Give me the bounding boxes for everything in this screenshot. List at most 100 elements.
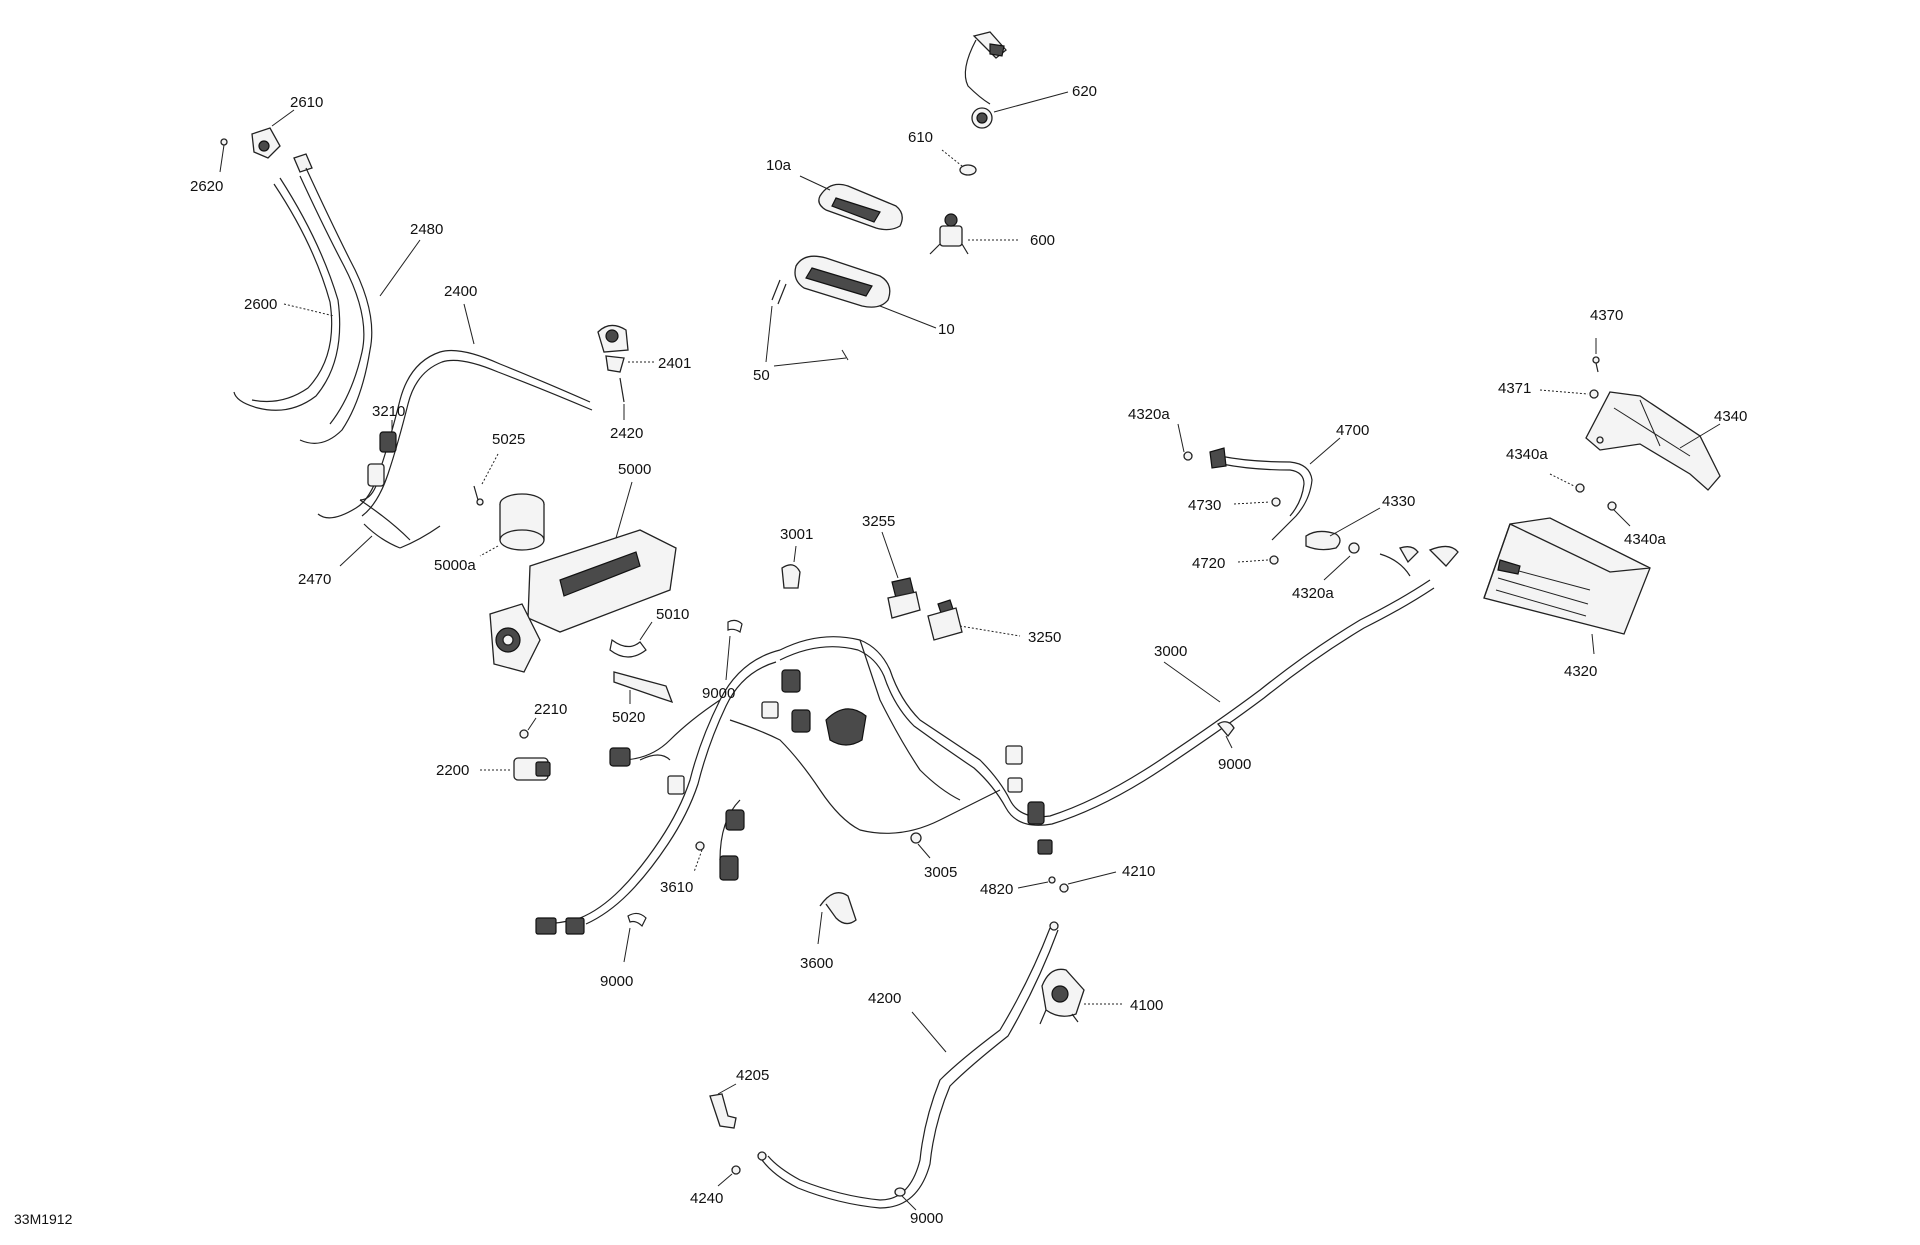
screw-2620[interactable] — [220, 138, 228, 146]
label-4330: 4330 — [1382, 493, 1415, 510]
nut-4730[interactable] — [1271, 497, 1281, 507]
label-4730: 4730 — [1188, 497, 1221, 514]
label-5025: 5025 — [492, 431, 525, 448]
bracket-5020[interactable] — [613, 671, 674, 704]
label-2420: 2420 — [610, 425, 643, 442]
nut-4371[interactable] — [1589, 389, 1599, 399]
bezel-10a[interactable] — [818, 183, 903, 231]
label-3005: 3005 — [924, 864, 957, 881]
label-2470: 2470 — [298, 571, 331, 588]
main-harness-3000[interactable] — [535, 545, 1459, 935]
nut-4210[interactable] — [1059, 883, 1069, 893]
key-switch-620[interactable] — [964, 31, 1007, 129]
label-9000-d: 9000 — [1218, 756, 1251, 773]
sensor-2200[interactable] — [513, 757, 551, 781]
nut-3005[interactable] — [910, 832, 922, 844]
wire-2600[interactable] — [233, 177, 341, 411]
bracket-4340[interactable] — [1585, 391, 1721, 491]
cable-4700[interactable] — [1209, 447, 1313, 541]
label-9000-a: 9000 — [702, 685, 735, 702]
label-4340a-top: 4340a — [1506, 446, 1548, 463]
label-4240: 4240 — [690, 1190, 723, 1207]
module-5000[interactable] — [489, 529, 677, 673]
cable-4200[interactable] — [757, 921, 1059, 1209]
screw-50[interactable] — [771, 279, 849, 361]
switch-600[interactable] — [929, 213, 969, 255]
tie-9000-d[interactable] — [1217, 721, 1235, 738]
wire-2470[interactable] — [363, 523, 441, 549]
label-2480: 2480 — [410, 221, 443, 238]
label-2200: 2200 — [436, 762, 469, 779]
battery-4320[interactable] — [1483, 517, 1651, 635]
label-50: 50 — [753, 367, 770, 384]
label-610: 610 — [908, 129, 933, 146]
tie-9000-a[interactable] — [727, 619, 743, 633]
screw-5025[interactable] — [473, 485, 484, 506]
label-4820: 4820 — [980, 881, 1013, 898]
label-2210: 2210 — [534, 701, 567, 718]
clip-5010[interactable] — [609, 638, 647, 658]
label-4700: 4700 — [1336, 422, 1369, 439]
relay-3255[interactable] — [887, 577, 921, 619]
label-2401: 2401 — [658, 355, 691, 372]
screw-4370[interactable] — [1592, 356, 1600, 373]
label-3000: 3000 — [1154, 643, 1187, 660]
clip-3600[interactable] — [819, 892, 857, 925]
label-4371: 4371 — [1498, 380, 1531, 397]
label-2400: 2400 — [444, 283, 477, 300]
filter-5000a[interactable] — [499, 493, 545, 551]
label-9000-b: 9000 — [600, 973, 633, 990]
wire-2480[interactable] — [299, 167, 373, 444]
label-4720: 4720 — [1192, 555, 1225, 572]
label-5020: 5020 — [612, 709, 645, 726]
nut-2210[interactable] — [519, 729, 529, 739]
nut-4320a-top[interactable] — [1183, 451, 1193, 461]
label-9000-c: 9000 — [910, 1210, 943, 1227]
screw-2420[interactable] — [619, 377, 625, 403]
nut-3610[interactable] — [695, 841, 705, 851]
label-620: 620 — [1072, 83, 1097, 100]
label-5000a: 5000a — [434, 557, 476, 574]
label-4370: 4370 — [1590, 307, 1623, 324]
label-4340a-bot: 4340a — [1624, 531, 1666, 548]
label-5000: 5000 — [618, 461, 651, 478]
label-4320a-top: 4320a — [1128, 406, 1170, 423]
connector-2610[interactable] — [251, 127, 313, 173]
label-4205: 4205 — [736, 1067, 769, 1084]
label-2610: 2610 — [290, 94, 323, 111]
nut-610[interactable] — [959, 164, 977, 176]
label-3610: 3610 — [660, 879, 693, 896]
console-10[interactable] — [794, 255, 891, 308]
label-10: 10 — [938, 321, 955, 338]
label-3255: 3255 — [862, 513, 895, 530]
label-3001: 3001 — [780, 526, 813, 543]
label-3210: 3210 — [372, 403, 405, 420]
nut-4340a-top[interactable] — [1575, 483, 1585, 493]
relay-3250[interactable] — [927, 599, 963, 641]
label-10a: 10a — [766, 157, 792, 174]
label-5010: 5010 — [656, 606, 689, 623]
clip-4205[interactable] — [709, 1093, 737, 1129]
nut-4340a-bot[interactable] — [1607, 501, 1617, 511]
tie-9000-b[interactable] — [627, 912, 647, 928]
label-4100: 4100 — [1130, 997, 1163, 1014]
label-3600: 3600 — [800, 955, 833, 972]
connector-3210[interactable] — [359, 431, 397, 501]
nut-4820[interactable] — [1048, 876, 1056, 884]
clip-3001[interactable] — [781, 564, 801, 589]
actuator-4100[interactable] — [1039, 968, 1085, 1025]
label-2600: 2600 — [244, 296, 277, 313]
nut-4240[interactable] — [731, 1165, 741, 1175]
label-2620: 2620 — [190, 178, 223, 195]
label-4320a-bot: 4320a — [1292, 585, 1334, 602]
label-600: 600 — [1030, 232, 1055, 249]
label-4210: 4210 — [1122, 863, 1155, 880]
wire-2400[interactable] — [317, 349, 593, 541]
label-3250: 3250 — [1028, 629, 1061, 646]
sensor-2401[interactable] — [597, 324, 629, 373]
tie-9000-c[interactable] — [894, 1187, 906, 1197]
cap-4330[interactable] — [1305, 530, 1360, 554]
nut-4720[interactable] — [1269, 555, 1279, 565]
label-4200: 4200 — [868, 990, 901, 1007]
